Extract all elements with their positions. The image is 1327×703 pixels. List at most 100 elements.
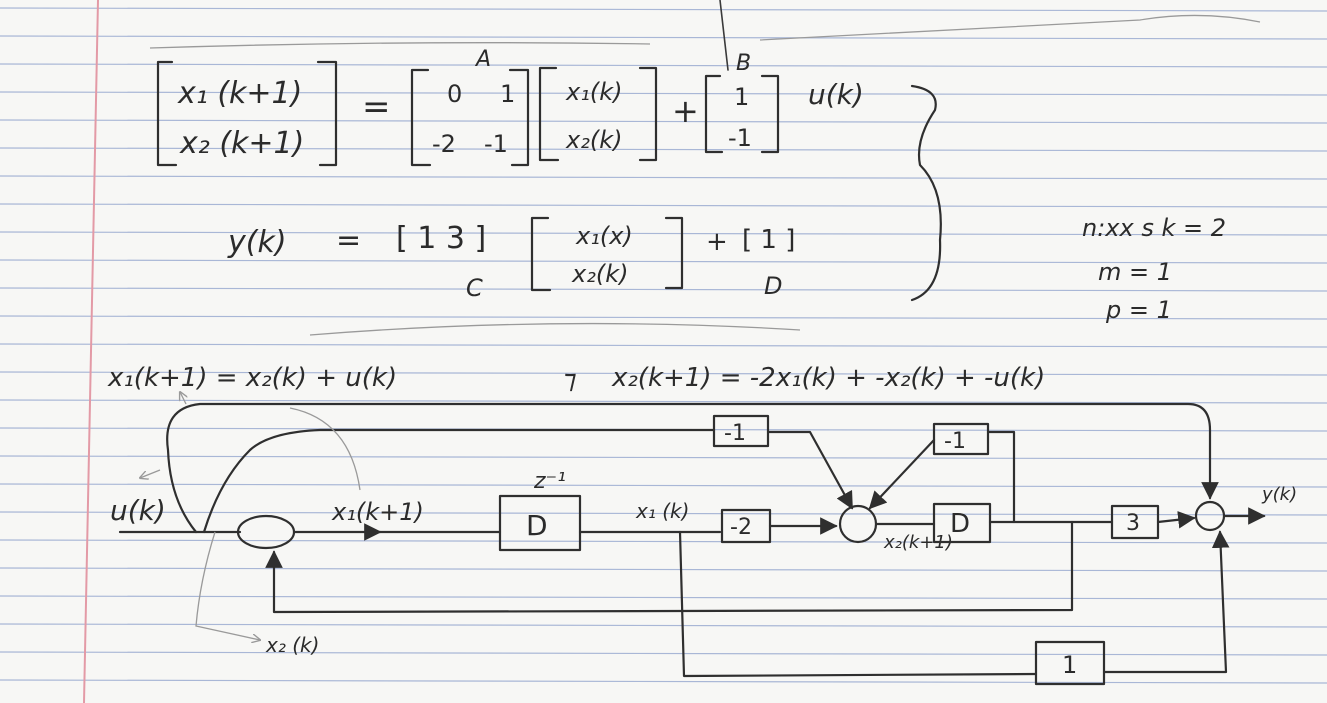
dim-m: m = 1 (1098, 258, 1172, 286)
ruled-line (0, 483, 1327, 488)
gain-neg2-label: -2 (730, 515, 752, 540)
ruled-line (0, 679, 1327, 684)
ox-bottom: x₂(k) (571, 260, 628, 288)
a-bracket-right (508, 68, 530, 167)
pencil-arrow-left (140, 469, 161, 478)
x-top: x₁(k) (565, 78, 622, 106)
gain1-to-output-wire (1102, 530, 1230, 674)
lhs-bottom: x₂ (k+1) (179, 126, 304, 161)
gain-neg1-fb-label: -1 (944, 429, 966, 454)
diff-eq-sep: ⁊ (564, 365, 577, 395)
gain-neg1-u-wire (766, 430, 854, 510)
ruled-line (0, 63, 1327, 68)
a-r2c2: -1 (484, 130, 508, 158)
ruled-line (0, 567, 1327, 572)
b-bracket-left (704, 74, 724, 154)
ruled-line (0, 651, 1327, 656)
ruled-line (0, 539, 1327, 544)
d-value: [ 1 ] (742, 225, 795, 255)
ruled-line (0, 371, 1327, 376)
ruled-line (0, 315, 1327, 320)
b-bottom: -1 (728, 124, 752, 152)
summer-1 (236, 514, 296, 550)
input-u: u(k) (808, 78, 864, 111)
ruled-line (0, 203, 1327, 208)
gain-neg1-u-label: -1 (724, 421, 746, 446)
a-r1c2: 1 (500, 80, 515, 108)
ruled-line (0, 595, 1327, 600)
input-u-label: u(k) (110, 494, 166, 527)
a-label: A (474, 47, 491, 72)
pencil-stroke-top-right (759, 14, 1261, 41)
ruled-line (0, 511, 1327, 516)
x1k1-label: x₁(k+1) (331, 498, 424, 526)
u-to-gain-wire (202, 428, 716, 534)
block-diagram: u(k) x₁(k+1) z⁻¹ D x₁ (k) -2 -1 x₂(k+1) … (110, 392, 1297, 686)
lhs-bracket-right (316, 60, 338, 167)
dim-p: p = 1 (1105, 296, 1172, 324)
ink-stroke-top (719, 0, 729, 71)
x2k1-label: x₂(k+1) (883, 532, 953, 553)
x-bracket-right (638, 66, 658, 162)
b-bracket-right (760, 74, 780, 154)
x2k-pencil-arrow (195, 531, 260, 640)
ruled-line (0, 259, 1327, 264)
a-r1c1: 0 (447, 80, 462, 108)
ruled-line (0, 455, 1327, 460)
gain-1-block (1034, 640, 1106, 686)
gain-3-label: 3 (1126, 511, 1140, 536)
gain-3-wire (1156, 511, 1196, 529)
delay-block-1 (498, 494, 582, 552)
y-plus: + (706, 227, 728, 257)
ruled-line (0, 91, 1327, 96)
fb-neg1-wire-down (868, 438, 936, 510)
dim-n: n:xx s k = 2 (1082, 214, 1226, 242)
x-bracket-left (538, 66, 560, 162)
ruled-lines (0, 7, 1327, 684)
ox-top: x₁(x) (575, 222, 633, 250)
ruled-line (0, 35, 1327, 40)
a-bracket-left (410, 68, 432, 167)
delay-1-label: D (526, 509, 548, 542)
dimensions-note: n:xx s k = 2 m = 1 p = 1 (1082, 214, 1226, 324)
x2k-label: x₂ (k) (265, 633, 319, 657)
ruled-line (0, 147, 1327, 152)
d-label: D (764, 272, 782, 300)
ruled-line (0, 343, 1327, 348)
system-brace (910, 84, 942, 302)
summer-out (1194, 500, 1226, 532)
plus-sign: + (672, 92, 699, 130)
output-y-label: y(k) (1261, 484, 1297, 505)
x1k-label: x₁ (k) (635, 499, 689, 523)
ox-bracket-left (530, 216, 552, 292)
x-bottom: x₂(k) (565, 126, 622, 154)
c-label: C (466, 274, 483, 302)
a-r2c1: -2 (432, 130, 456, 158)
pencil-stroke-top (149, 42, 651, 49)
pencil-stroke-mid (309, 322, 801, 336)
equals-sign: = (362, 87, 391, 127)
ruled-line (0, 287, 1327, 292)
pencil-arc (289, 407, 361, 491)
y-equals: = (336, 223, 361, 258)
ruled-line (0, 119, 1327, 124)
delay-2-label: D (950, 509, 970, 539)
lhs-bracket-left (156, 60, 178, 167)
ruled-line (0, 7, 1327, 12)
margin-line (83, 0, 99, 703)
gain-1-label: 1 (1062, 651, 1077, 679)
diff-eq-2: x₂(k+1) = -2x₁(k) + -x₂(k) + -u(k) (611, 363, 1045, 393)
ruled-line (0, 623, 1327, 628)
feedthrough-wire (166, 402, 1219, 534)
fb-neg1-wire-up (986, 430, 1016, 524)
y-lhs: y(k) (227, 225, 287, 260)
pencil-arrow-up (180, 392, 186, 405)
ox-bracket-right (664, 216, 684, 290)
b-top: 1 (734, 83, 749, 111)
x2-feedback-wire (265, 520, 1074, 614)
ruled-line (0, 399, 1327, 404)
ruled-line (0, 175, 1327, 180)
output-equation: y(k) = [ 1 3 ] C x₁(x) x₂(k) + [ 1 ] D (227, 216, 795, 302)
